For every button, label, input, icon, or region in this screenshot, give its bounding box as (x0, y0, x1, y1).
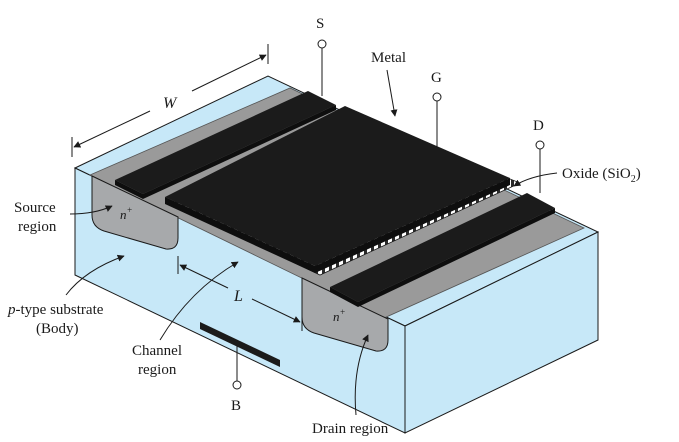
width-label: W (163, 95, 178, 112)
length-dimension (177, 256, 303, 331)
source-region-arrow (69, 205, 113, 215)
body-contact (200, 322, 280, 367)
terminal-g-label: G (431, 70, 442, 86)
substrate-label-line1: p-type substrate (7, 302, 104, 318)
substrate-right-face (404, 231, 599, 434)
source-metal-side (115, 180, 143, 199)
substrate-label-line2: (Body) (36, 321, 79, 337)
channel-arrow (159, 261, 239, 341)
terminal-leads (232, 39, 545, 390)
gate-metal-side (165, 197, 315, 273)
channel-label-line1: Channel (132, 343, 182, 359)
drain-metal-side-right (358, 208, 555, 307)
terminal-d-label: D (533, 118, 544, 134)
source-region-label-line2: region (18, 219, 57, 235)
terminal-b-label: B (231, 398, 241, 414)
drain-n-plus-region (301, 277, 389, 352)
drain-metal-contact (330, 193, 555, 302)
channel-label-line2: region (138, 362, 177, 378)
source-metal-side-right (143, 105, 336, 199)
source-region-label-line1: Source (14, 200, 56, 216)
gate-metal-top (165, 106, 510, 266)
oxide-arrow (513, 172, 558, 187)
length-label: L (233, 288, 243, 305)
oxide-label: Oxide (SiO2) (562, 166, 641, 185)
drain-metal-side (330, 287, 358, 307)
terminal-s-label: S (316, 16, 324, 32)
substrate-arrow (65, 254, 125, 296)
drain-n-plus-label: n+ (333, 307, 346, 324)
source-n-plus-region (91, 175, 179, 250)
gate-metal-side-right (315, 178, 510, 273)
source-n-plus-label: n+ (120, 205, 133, 222)
drain-region-label: Drain region (312, 421, 389, 437)
source-metal-contact (115, 91, 336, 194)
metal-arrow (386, 69, 398, 117)
drain-region-arrow (354, 334, 369, 416)
width-dimension (71, 44, 269, 157)
metal-label: Metal (371, 50, 406, 66)
